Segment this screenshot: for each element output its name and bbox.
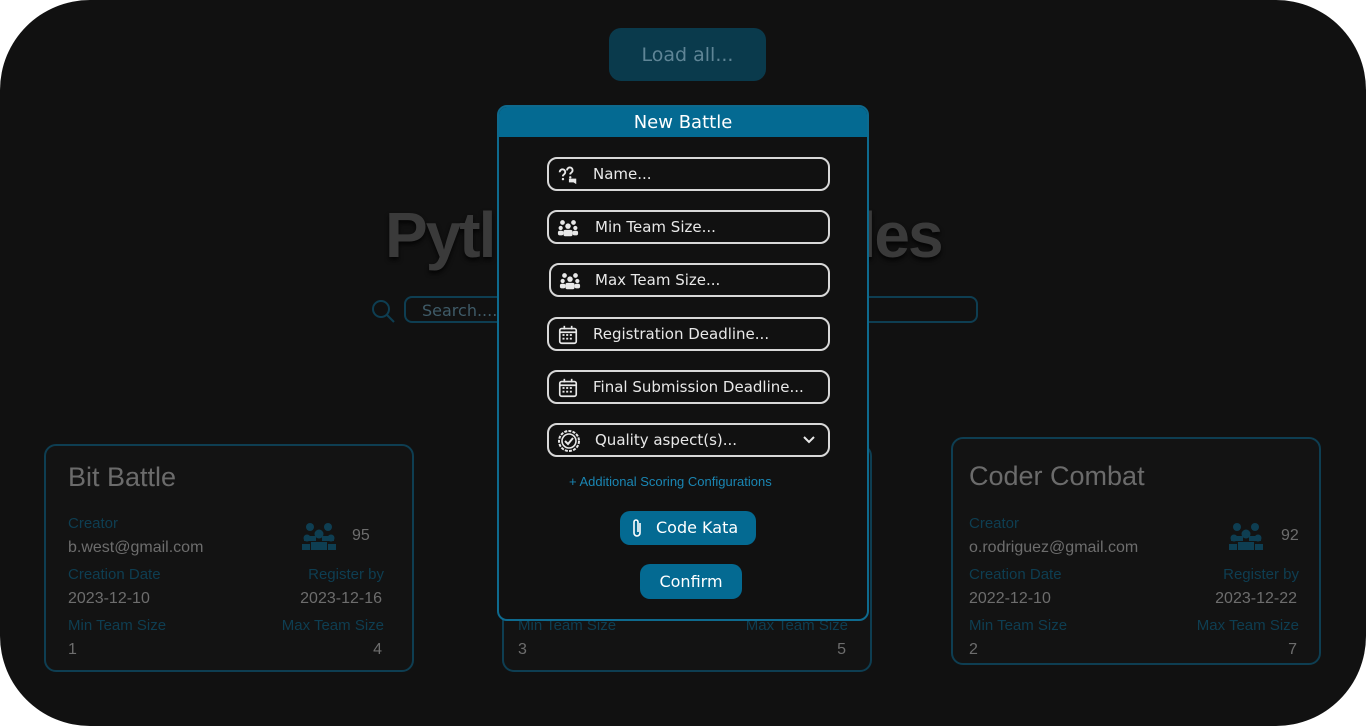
creator-value: o.rodriguez@gmail.com [969, 539, 1139, 556]
min-team-label: Min Team Size [68, 617, 167, 634]
team-icon [1229, 523, 1263, 550]
min-team-size-input[interactable]: Min Team Size... [547, 210, 830, 244]
registration-deadline-placeholder: Registration Deadline... [593, 325, 770, 343]
new-battle-dialog: New Battle Name... Min Team Size... [497, 105, 869, 621]
creator-value: b.west@gmail.com [68, 539, 204, 556]
confirm-button[interactable]: Confirm [640, 564, 742, 599]
quality-aspects-placeholder: Quality aspect(s)... [595, 431, 738, 449]
register-by-label: Register by [308, 566, 384, 583]
participant-count: 95 [352, 527, 370, 544]
card-title: Bit Battle [68, 462, 177, 492]
calendar-icon [558, 325, 578, 345]
page-title-left: Pytl [385, 199, 496, 271]
load-all-button[interactable]: Load all... [609, 28, 766, 81]
team-icon [302, 523, 336, 550]
battle-card[interactable]: Coder Combat Creator o.rodriguez@gmail.c… [951, 437, 1321, 665]
max-team-value: 4 [373, 641, 382, 658]
max-team-label: Max Team Size [281, 617, 384, 634]
paperclip-icon [633, 519, 641, 537]
min-team-label: Min Team Size [518, 617, 617, 634]
final-submission-deadline-placeholder: Final Submission Deadline... [593, 378, 804, 396]
min-team-value: 1 [68, 641, 77, 658]
search-placeholder: Search.... [422, 301, 498, 320]
creation-date-value: 2022-12-10 [969, 590, 1051, 607]
min-team-value: 2 [969, 641, 978, 658]
name-input[interactable]: Name... [547, 157, 830, 191]
card-title: Coder Combat [969, 461, 1145, 491]
max-team-label: Max Team Size [1196, 617, 1299, 634]
min-team-value: 3 [518, 641, 527, 658]
code-kata-button[interactable]: Code Kata [620, 511, 756, 545]
calendar-icon [558, 378, 578, 398]
dialog-title: New Battle [499, 107, 867, 137]
max-team-size-input[interactable]: Max Team Size... [549, 263, 830, 297]
quality-aspects-select[interactable]: Quality aspect(s)... [547, 423, 830, 457]
name-placeholder: Name... [593, 165, 652, 183]
search-icon[interactable] [370, 298, 396, 324]
additional-scoring-link[interactable]: + Additional Scoring Configurations [569, 474, 772, 489]
creator-label: Creator [969, 515, 1020, 532]
max-team-label: Max Team Size [745, 617, 848, 634]
min-team-label: Min Team Size [969, 617, 1068, 634]
final-submission-deadline-input[interactable]: Final Submission Deadline... [547, 370, 830, 404]
register-by-value: 2023-12-22 [1215, 590, 1297, 607]
participant-count: 92 [1281, 527, 1299, 544]
creation-date-label: Creation Date [969, 566, 1062, 583]
registration-deadline-input[interactable]: Registration Deadline... [547, 317, 830, 351]
max-team-value: 7 [1288, 641, 1297, 658]
creation-date-value: 2023-12-10 [68, 590, 150, 607]
max-team-size-placeholder: Max Team Size... [595, 271, 721, 289]
min-team-size-placeholder: Min Team Size... [595, 218, 716, 236]
team-icon [559, 273, 581, 290]
check-badge-icon [558, 430, 580, 452]
register-by-value: 2023-12-16 [300, 590, 382, 607]
register-by-label: Register by [1223, 566, 1299, 583]
creator-label: Creator [68, 515, 119, 532]
team-icon [557, 220, 579, 237]
max-team-value: 5 [837, 641, 846, 658]
battle-card[interactable]: Bit Battle Creator b.west@gmail.com 95 C… [44, 444, 414, 672]
code-kata-label: Code Kata [656, 518, 739, 537]
question-bubble-icon [558, 166, 577, 185]
creation-date-label: Creation Date [68, 566, 161, 583]
chevron-down-icon[interactable] [802, 433, 816, 447]
